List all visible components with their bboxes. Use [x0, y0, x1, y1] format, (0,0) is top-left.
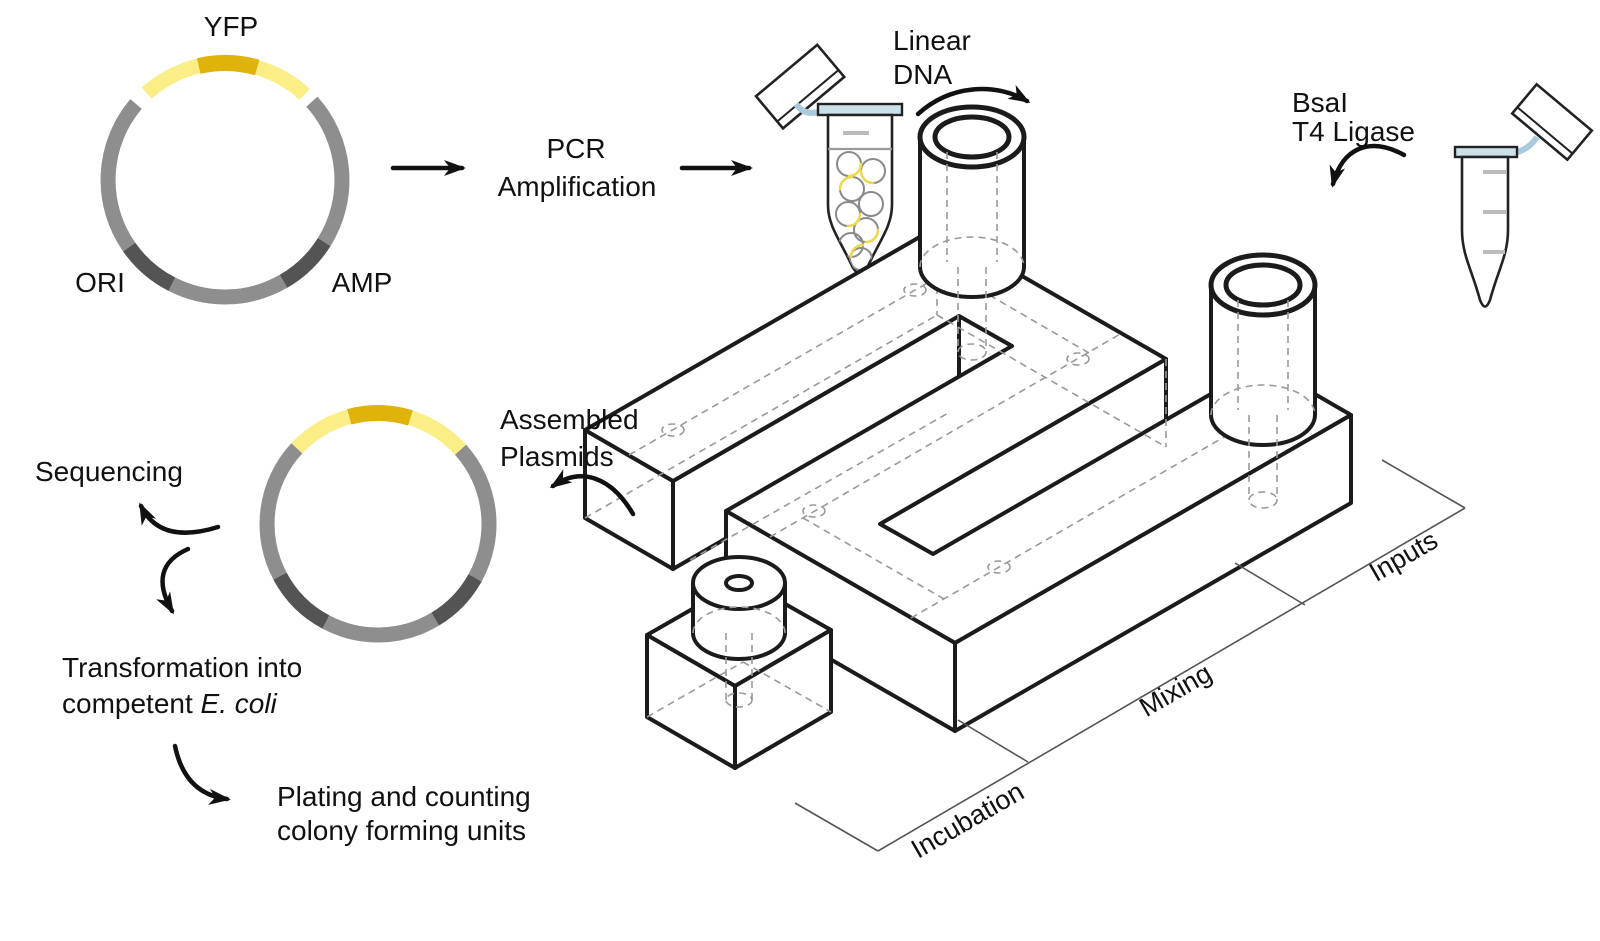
input-port-1-bore: [932, 114, 1012, 160]
amp-segment-arc: [279, 237, 331, 288]
plating-label: Plating and counting colony forming unit…: [277, 781, 531, 846]
microfluidic-device: Incubation Mixing Inputs: [583, 104, 1466, 864]
tube2-body: [1460, 155, 1510, 308]
ori-segment-arc: [123, 242, 176, 291]
assembled-dark-right-arc: [431, 573, 482, 626]
assembled-backbone-bottom-arc: [322, 612, 440, 643]
transformation-label: Transformation into competent E. coli: [62, 652, 302, 719]
arrow-to-plating: [172, 743, 231, 805]
zone-label-inputs: Inputs: [1364, 525, 1443, 588]
arrow-enzyme-to-device: [1329, 143, 1407, 188]
pcr-label-line2: Amplification: [498, 171, 657, 202]
dna-tube-icon: [754, 42, 904, 275]
origin-label: ORI: [75, 267, 125, 298]
output-port-hole: [724, 574, 754, 592]
zone-axis-right-end-tick: [1381, 459, 1466, 509]
tube2-rim: [1453, 145, 1519, 159]
zone-axis-left-end-tick: [794, 802, 879, 852]
plating-line1: Plating and counting: [277, 781, 531, 812]
linear-dna-line1: Linear: [893, 25, 971, 56]
yfp-gene-arc: [196, 55, 260, 76]
sequencing-label: Sequencing: [35, 456, 183, 487]
assembled-dark-left-arc: [273, 572, 330, 629]
gene-label: YFP: [204, 11, 258, 42]
plasmid-backbone-left-arc: [100, 99, 142, 252]
plasmid-template-map: YFP ORI AMP: [75, 11, 393, 305]
enzyme-label: BsaI T4 Ligase: [1292, 87, 1415, 147]
linear-dna-line2: DNA: [893, 59, 952, 90]
input-port-2-bore: [1223, 262, 1303, 308]
zone-axis-line: [877, 507, 1466, 852]
arrow-to-sequencing: [138, 502, 221, 535]
arrow-to-transformation: [156, 546, 191, 615]
assembled-plasmid-map: [259, 405, 497, 643]
zone-label-mixing: Mixing: [1134, 658, 1217, 723]
input-port-2: [1208, 252, 1318, 509]
plasmid-backbone-right-arc: [306, 96, 350, 246]
arrow-device-to-assembled: [549, 469, 636, 517]
assembled-backbone-right-arc: [454, 444, 497, 582]
input-port-1-body: [918, 137, 1026, 299]
arrow-tube-to-device: [915, 84, 1031, 117]
device-face-front: [953, 413, 1353, 733]
transformation-line2: competent E. coli: [62, 688, 278, 719]
zone-divider-tick-1: [957, 719, 1029, 763]
input-port-1: [917, 104, 1027, 361]
plating-line2: colony forming units: [277, 815, 526, 846]
plasmid-backbone-bottom-arc: [168, 274, 288, 305]
transformation-line1: Transformation into: [62, 652, 302, 683]
assembled-line1: Assembled: [500, 404, 639, 435]
pcr-step-label: PCR Amplification: [498, 133, 657, 202]
assembled-plasmids-label: Assembled Plasmids: [500, 404, 639, 472]
assembled-line2: Plasmids: [500, 441, 614, 472]
output-block-front-face: [733, 628, 833, 770]
zone-label-incubation: Incubation: [906, 776, 1029, 864]
enzyme-tube-icon: [1453, 82, 1594, 308]
tube1-open-lid: [754, 42, 847, 131]
assembled-backbone-left-arc: [259, 443, 303, 580]
output-port: [691, 555, 787, 708]
tube2-open-lid: [1510, 82, 1594, 162]
assembled-yfp-gene-arc: [347, 405, 413, 426]
tube1-rim: [816, 102, 904, 117]
linear-dna-label: Linear DNA: [893, 25, 971, 90]
pcr-label-line1: PCR: [546, 133, 605, 164]
zone-divider-tick-2: [1234, 562, 1306, 606]
enzyme-line2: T4 Ligase: [1292, 116, 1415, 147]
tube1-body: [826, 113, 894, 275]
input-port-2-body: [1209, 285, 1317, 447]
enzyme-line1: BsaI: [1292, 87, 1348, 118]
resistance-label: AMP: [332, 267, 393, 298]
